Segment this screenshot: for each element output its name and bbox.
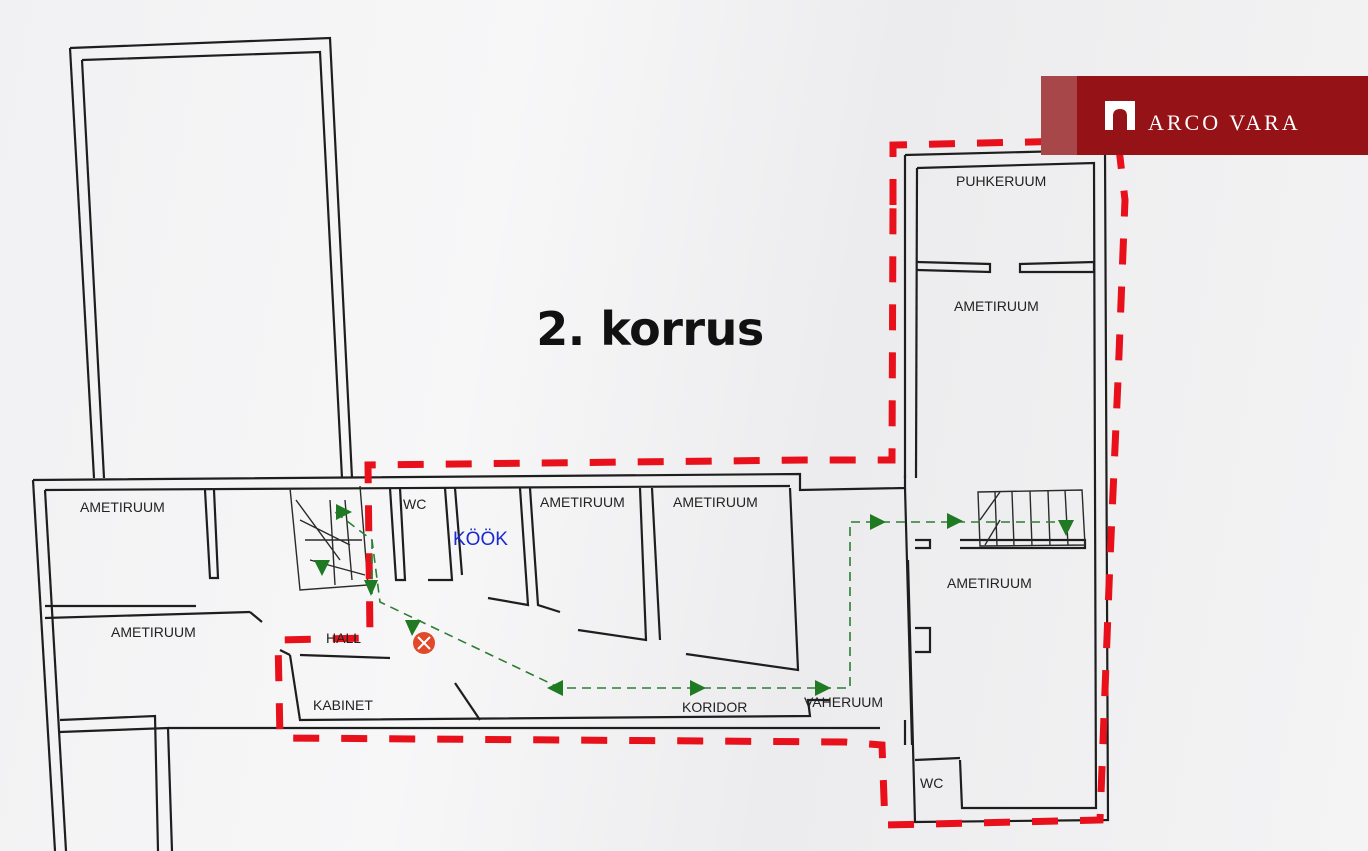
room-label-ametiruum: AMETIRUUM — [80, 499, 165, 515]
route-arrow — [547, 680, 563, 696]
room-label-wc: WC — [403, 496, 426, 512]
route-arrow — [947, 513, 963, 529]
room-label-ametiruum: AMETIRUUM — [954, 298, 1039, 314]
route-arrow — [336, 504, 352, 520]
right-wing-walls — [903, 148, 1110, 824]
left-wing-walls — [68, 36, 354, 479]
evacuation-route — [314, 504, 1074, 696]
rental-area-boundary — [274, 136, 1129, 829]
fire-extinguisher-icon — [413, 632, 435, 654]
room-label-hall: HALL — [326, 630, 361, 646]
room-label-ametiruum: AMETIRUUM — [673, 494, 758, 510]
route-arrow — [815, 680, 831, 696]
brand-logo: ARCO VARA — [1041, 76, 1368, 155]
floor-title: 2. korrus — [536, 302, 764, 356]
main-block-walls — [31, 472, 907, 851]
room-label-ametiruum: AMETIRUUM — [540, 494, 625, 510]
room-label-kook: KÖÖK — [453, 529, 508, 550]
arch-logo-icon — [1105, 101, 1135, 130]
room-label-vaheruum: VAHERUUM — [804, 694, 883, 710]
route-arrow — [1058, 520, 1074, 536]
room-label-ametiruum: AMETIRUUM — [111, 624, 196, 640]
route-arrow — [364, 580, 378, 596]
room-label-wc: WC — [920, 775, 943, 791]
room-label-ametiruum: AMETIRUUM — [947, 575, 1032, 591]
logo-text: ARCO VARA — [1148, 110, 1301, 135]
route-arrow — [870, 514, 886, 530]
room-label-koridor: KORIDOR — [682, 699, 747, 715]
logo-accent-strip — [1041, 76, 1077, 155]
room-label-puhkeruum: PUHKERUUM — [956, 173, 1046, 189]
route-arrow — [314, 560, 330, 576]
route-arrow — [405, 620, 421, 636]
room-label-kabinet: KABINET — [313, 697, 373, 713]
route-arrow — [690, 680, 706, 696]
